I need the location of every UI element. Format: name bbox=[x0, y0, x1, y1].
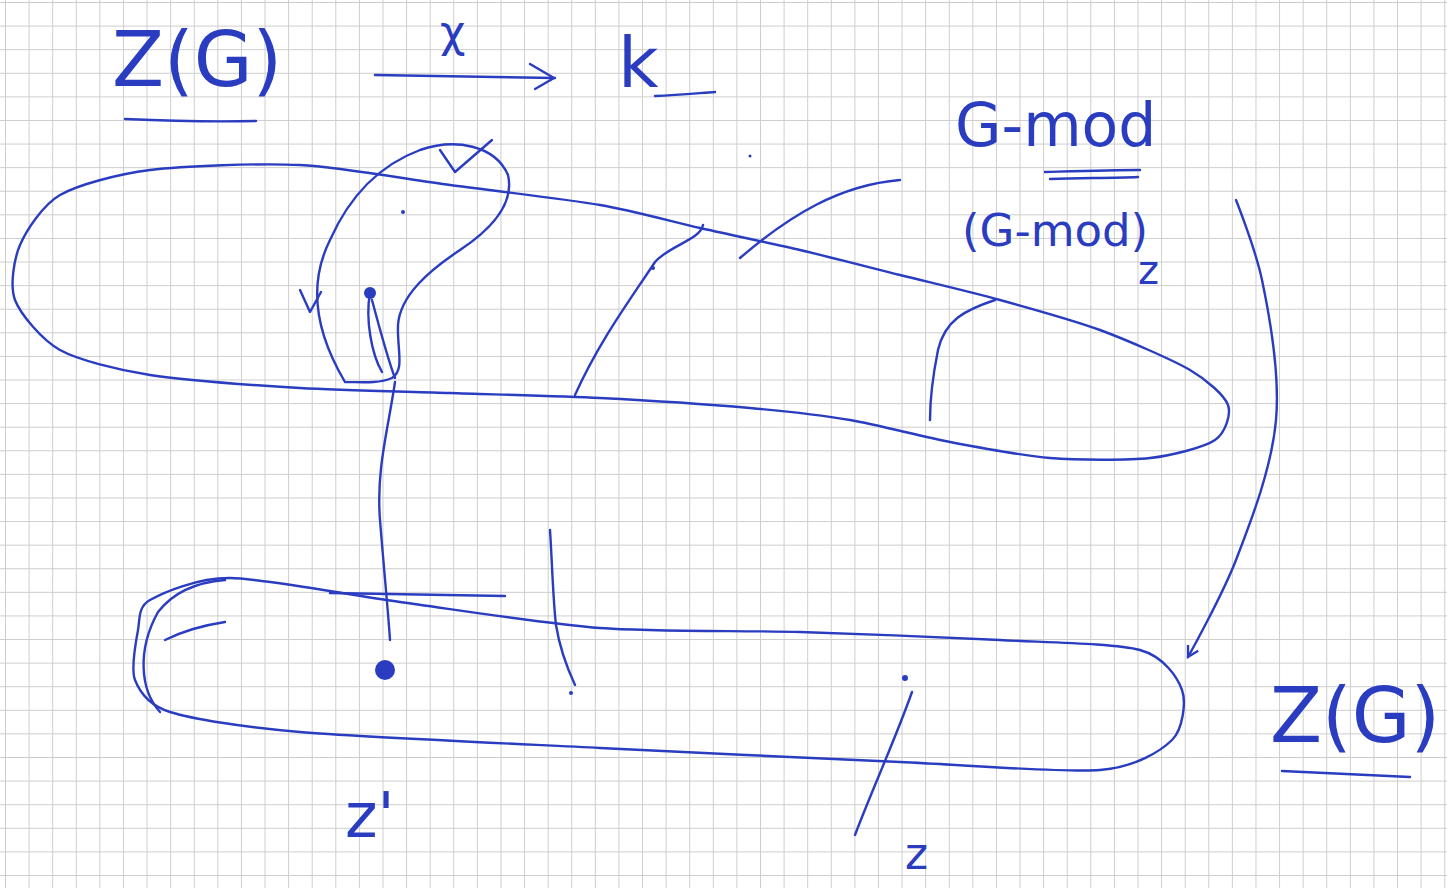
dot bbox=[749, 155, 752, 158]
region-blob: G-mod bbox=[8, 150, 1236, 466]
region-blob: Z(G) bbox=[128, 572, 1188, 778]
dot bbox=[902, 675, 908, 681]
scribble bbox=[165, 622, 225, 640]
map-arrow bbox=[375, 75, 555, 78]
dot bbox=[651, 266, 655, 270]
sketch-label: Z(G) bbox=[112, 22, 282, 98]
dot bbox=[569, 691, 573, 695]
tick-mark bbox=[300, 290, 321, 312]
sketch-label: χ bbox=[440, 10, 465, 54]
check-mark bbox=[440, 140, 492, 172]
fiber-loop bbox=[368, 293, 395, 378]
blob-outline bbox=[128, 572, 1188, 778]
sketch-label: z bbox=[905, 832, 928, 876]
region-name: G-mod bbox=[955, 95, 1156, 155]
map-arrow bbox=[1188, 200, 1277, 657]
sketch-label: k bbox=[618, 28, 659, 98]
blob-outline-path bbox=[13, 164, 1229, 459]
dot bbox=[401, 210, 405, 214]
blob-outline bbox=[8, 150, 1236, 466]
blob-outline-path bbox=[133, 578, 1183, 771]
sketch-label: z bbox=[1138, 250, 1159, 290]
underline bbox=[125, 119, 256, 121]
second-contour bbox=[144, 580, 225, 712]
sketch-label: (G-mod) bbox=[962, 208, 1148, 253]
slice-line bbox=[930, 300, 995, 420]
double-underline bbox=[1050, 177, 1138, 179]
point bbox=[375, 660, 395, 680]
fiber-line bbox=[550, 530, 575, 685]
slice-line bbox=[575, 225, 703, 395]
map-arrow-head bbox=[530, 64, 554, 89]
slice-line bbox=[740, 180, 900, 258]
sketch-label: z' bbox=[345, 785, 395, 847]
underline bbox=[1282, 771, 1410, 777]
underline bbox=[655, 92, 715, 96]
double-underline bbox=[1045, 170, 1140, 172]
region-name: Z(G) bbox=[1270, 678, 1440, 754]
pointer-line bbox=[855, 692, 912, 835]
